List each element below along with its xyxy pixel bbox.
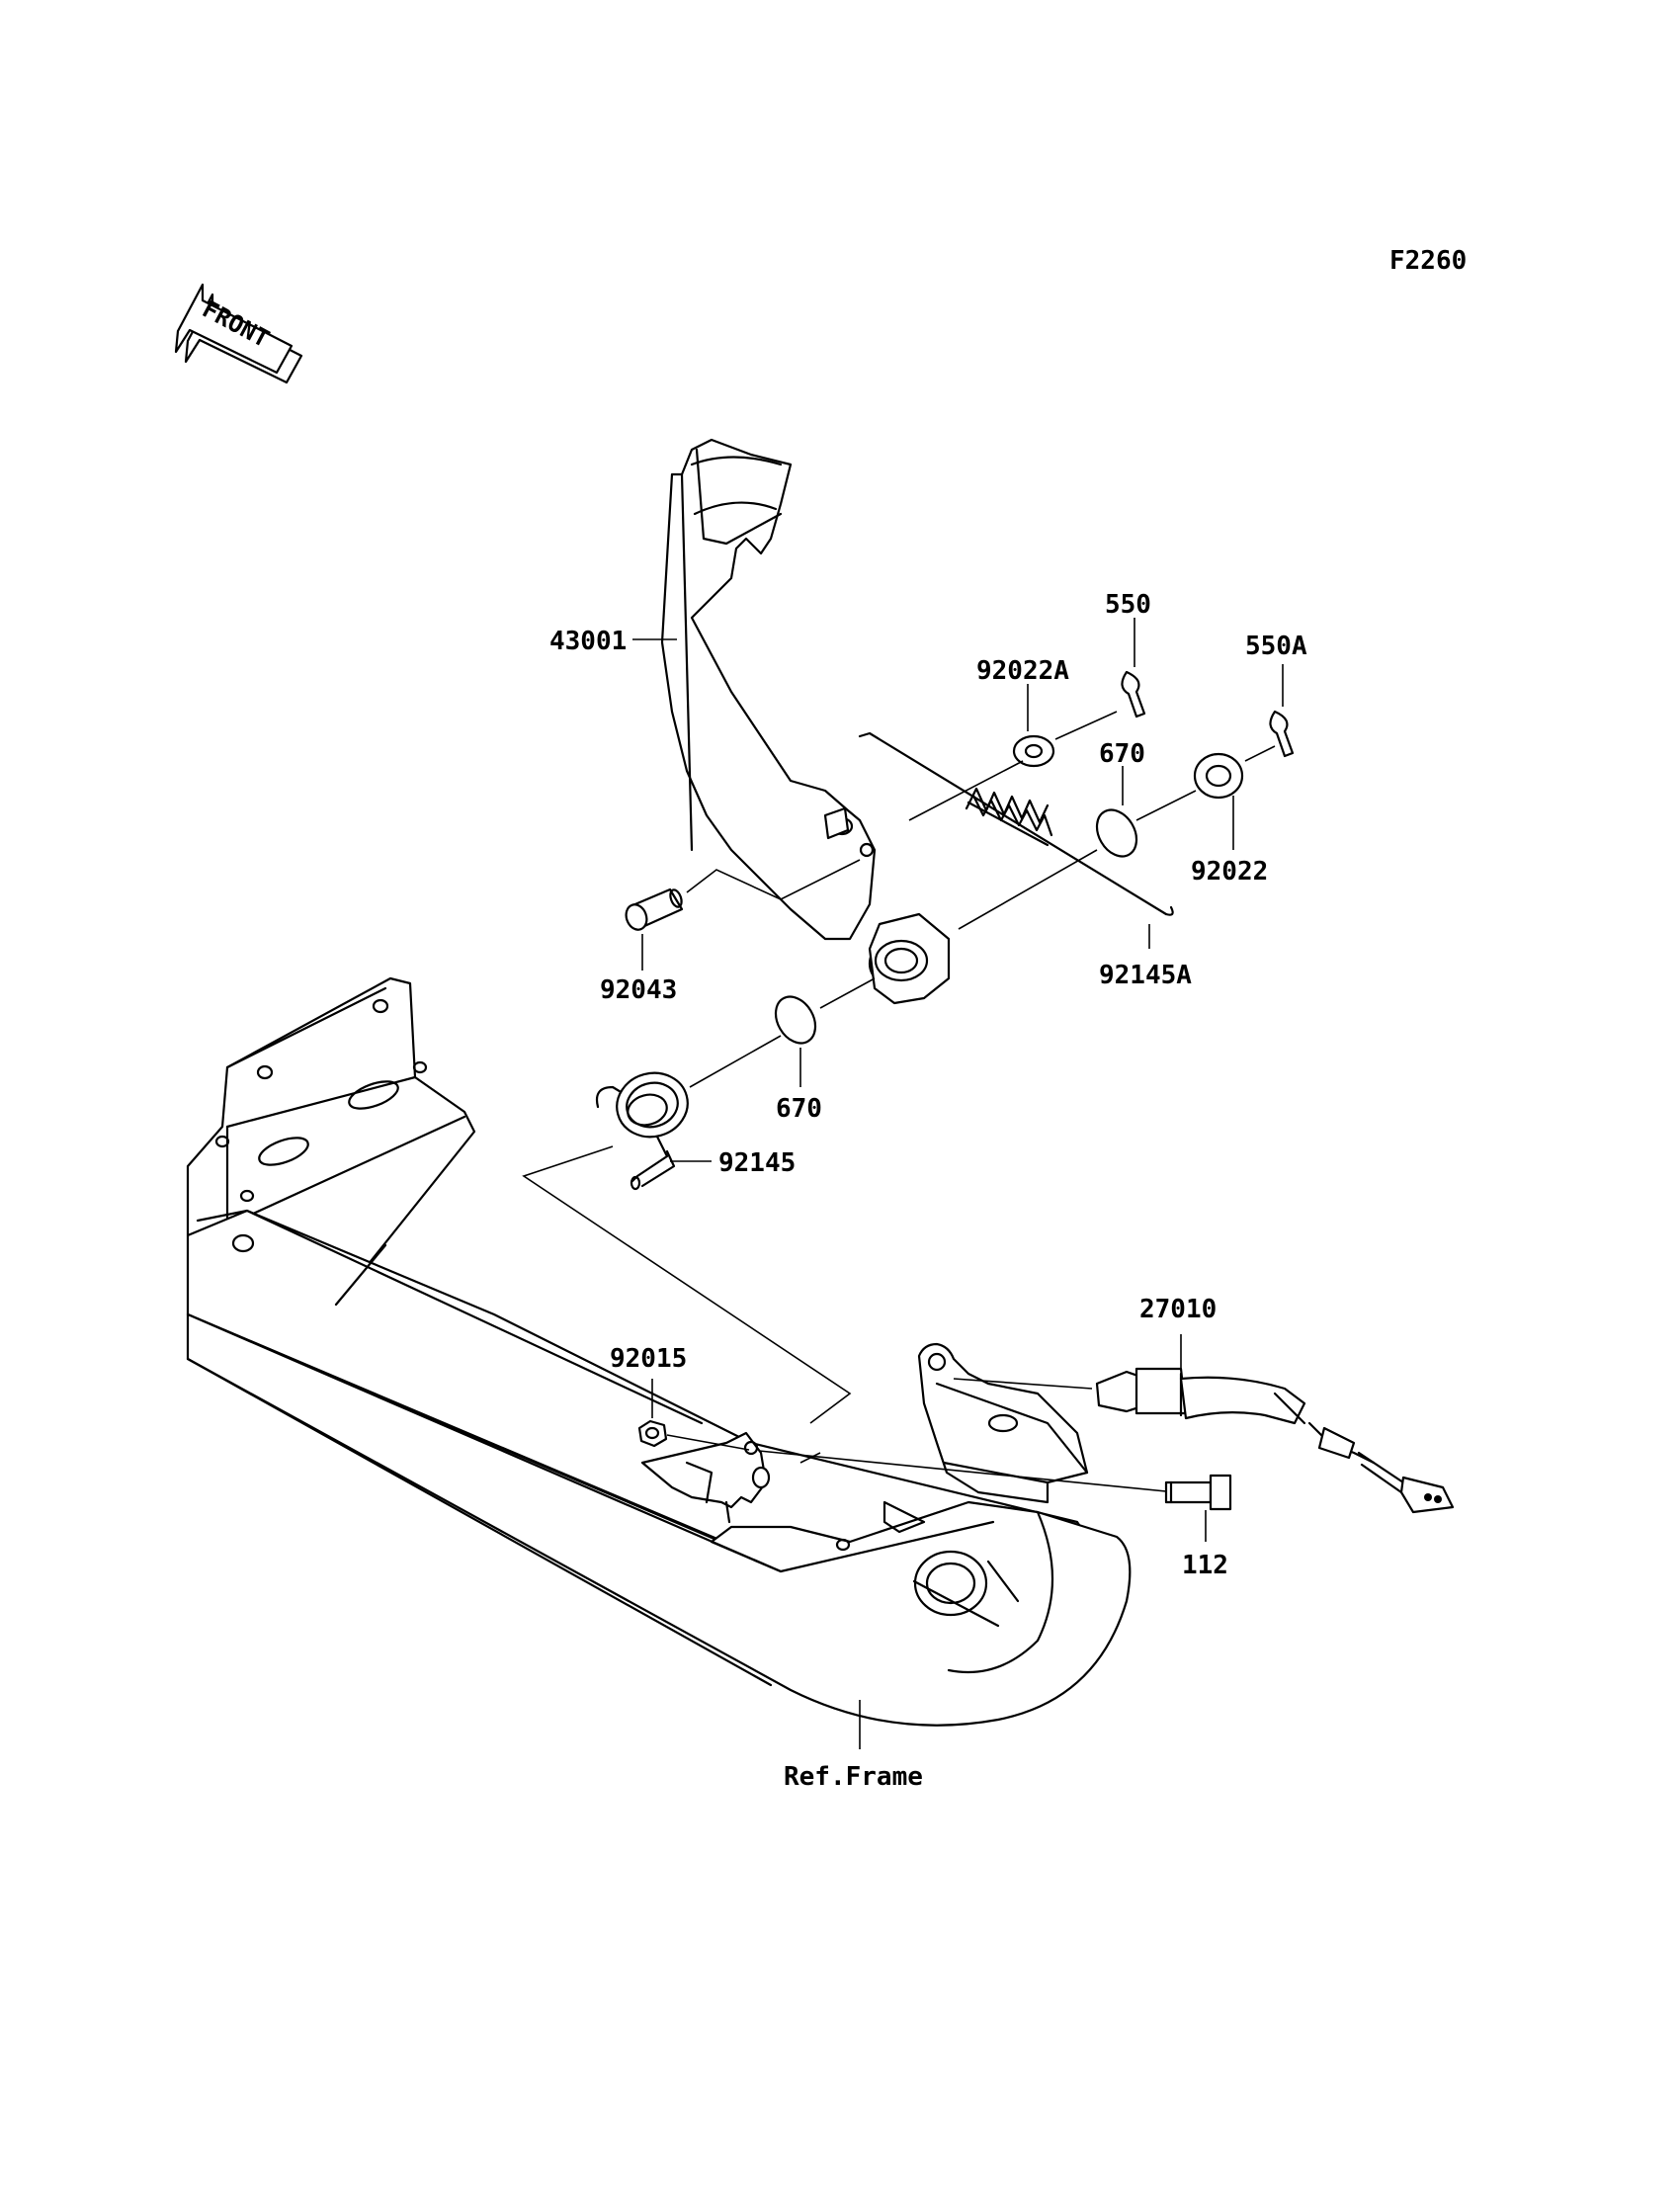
bolt-112 — [1164, 1474, 1232, 1511]
part-label-112: 112 — [1182, 1551, 1228, 1580]
cotter-pin-550 — [1121, 670, 1146, 718]
nut-92015 — [637, 1419, 668, 1448]
front-arrow-icon: FRONT — [174, 283, 303, 384]
part-label-92015: 92015 — [610, 1344, 687, 1374]
brake-pedal — [660, 438, 951, 1005]
spring-92145a — [858, 731, 1174, 916]
part-label-92043: 92043 — [600, 975, 677, 1005]
part-label-670-upper: 670 — [1099, 739, 1145, 769]
part-label-43001: 43001 — [549, 627, 627, 656]
cotter-pin-550a — [1269, 710, 1295, 758]
figure-code: F2260 — [1389, 246, 1467, 276]
torsion-spring-92145 — [595, 1071, 689, 1191]
part-label-92145: 92145 — [718, 1148, 796, 1178]
o-ring-670-lower — [774, 995, 817, 1045]
part-label-670-lower: 670 — [776, 1094, 822, 1124]
washer-92022 — [1193, 752, 1244, 800]
part-label-550: 550 — [1105, 590, 1151, 620]
switch-27010 — [953, 1367, 1455, 1514]
part-label-27010: 27010 — [1139, 1295, 1217, 1324]
part-label-92145a: 92145A — [1099, 961, 1192, 990]
part-label-92022: 92022 — [1191, 857, 1268, 887]
o-ring-670-upper — [1095, 808, 1138, 858]
part-label-92022a: 92022A — [976, 656, 1069, 686]
washer-92022a — [1012, 734, 1055, 768]
part-label-ref-frame: Ref.Frame — [784, 1762, 923, 1792]
part-label-550a: 550A — [1245, 632, 1307, 661]
pin-92043 — [625, 887, 684, 931]
